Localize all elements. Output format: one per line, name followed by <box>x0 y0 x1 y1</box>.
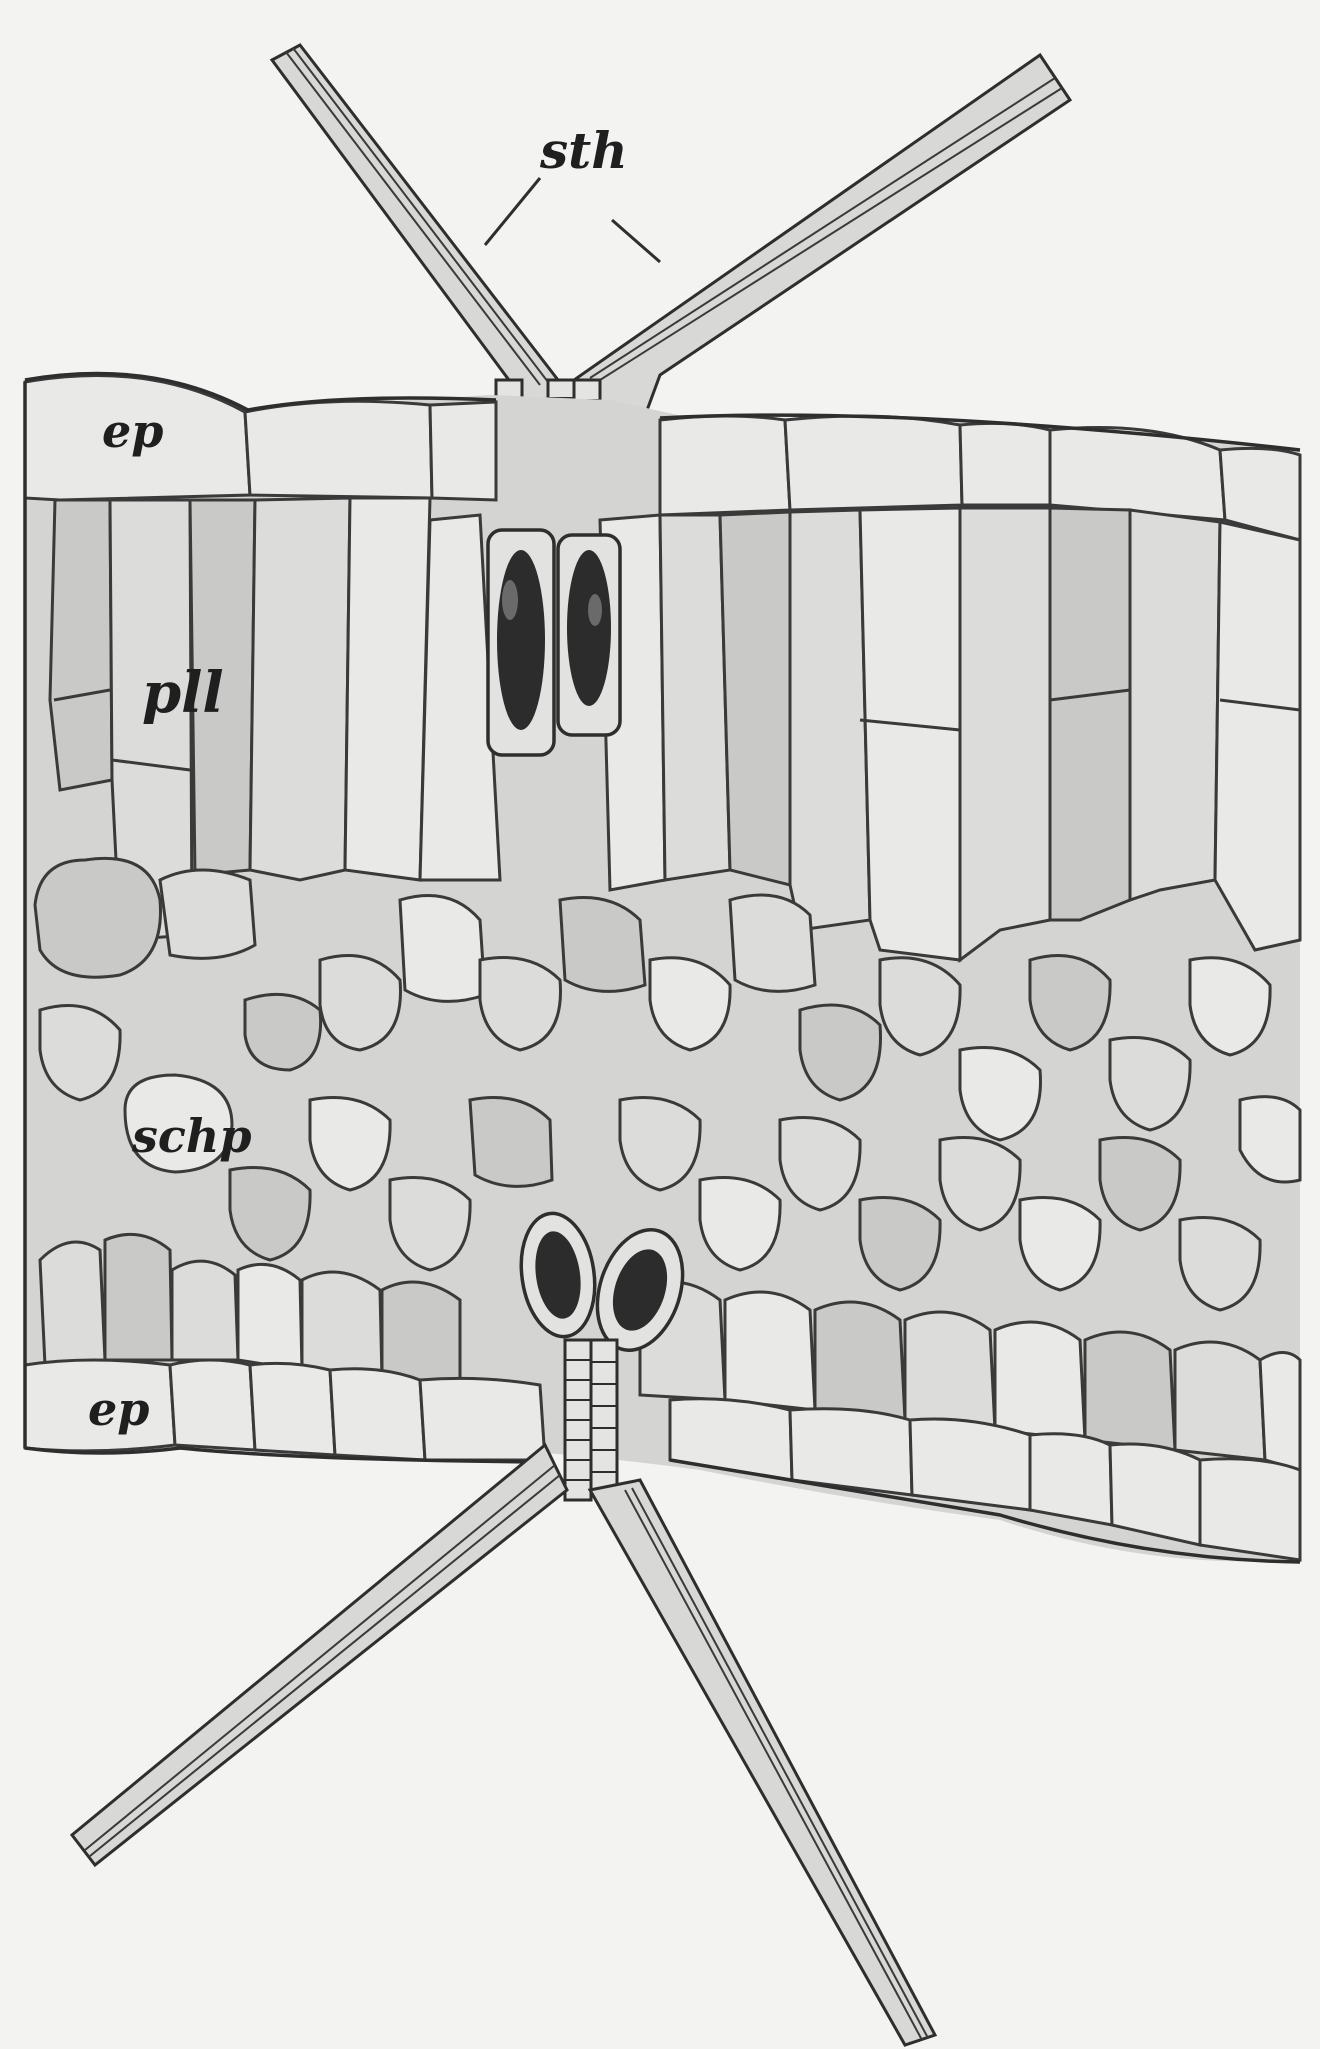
leader-line-sth-left <box>485 178 540 245</box>
lower-hair-stalk <box>565 1340 617 1500</box>
label-sth: sth <box>539 121 628 180</box>
label-pll: pll <box>142 660 224 726</box>
upper-hair-basal-cells <box>488 530 620 755</box>
label-ep-lower: ep <box>88 1382 149 1436</box>
label-ep-upper: ep <box>102 404 163 458</box>
leader-line-sth-right <box>612 220 660 262</box>
label-schp: schp <box>131 1109 252 1163</box>
leaf-tissue <box>25 373 1300 1562</box>
